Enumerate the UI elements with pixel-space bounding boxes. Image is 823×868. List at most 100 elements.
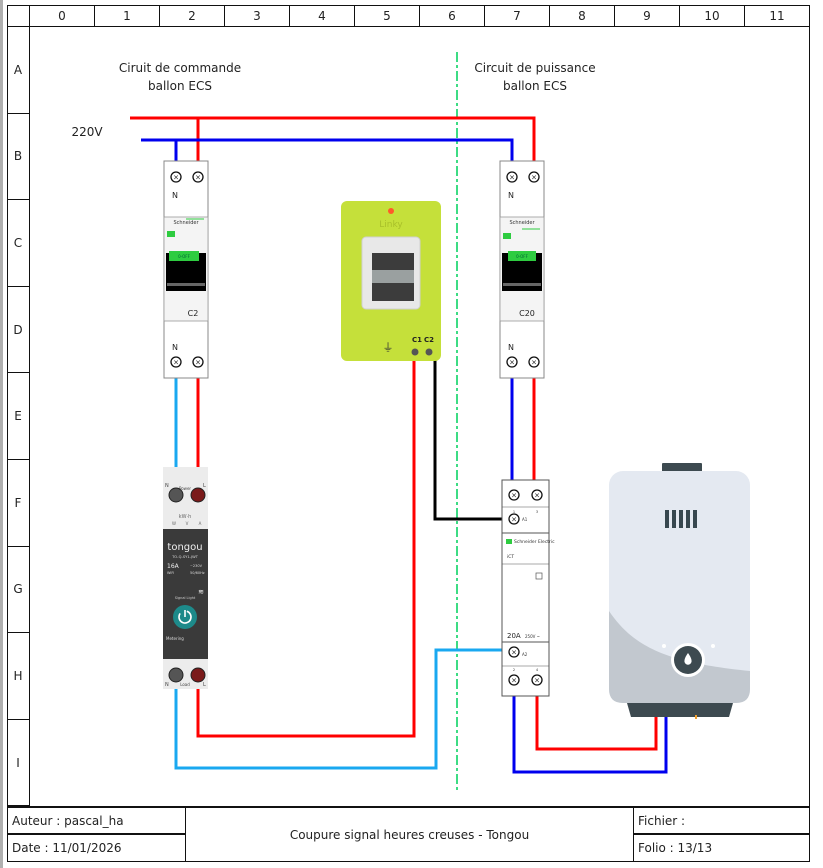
screw-x-icon: × [534,492,540,500]
tongou-voltage: ~230V [190,564,203,568]
neutral-contactor-to-heater [512,680,668,774]
contactor-term-4: 4 [536,668,539,672]
contactor-term-3: 3 [536,510,538,514]
screw-terminal[interactable] [531,674,543,686]
row-header: D [7,286,30,374]
breaker-right-brand: Schneider [509,220,535,226]
column-header: 4 [290,5,355,27]
column-header: 6 [420,5,485,27]
screw-x-icon: × [173,174,179,182]
screw-x-icon: × [509,174,515,182]
tongou-model: TO-Q-SY1-JWT [171,555,199,559]
breaker-left[interactable]: Schneider 0-OFF C2 N N [163,160,209,379]
screw-terminal[interactable] [528,171,540,183]
tongou-terminal[interactable] [190,667,206,683]
contactor-a1-label: A1 [522,517,528,522]
screw-terminal[interactable] [192,171,204,183]
row-header: A [7,27,30,114]
screw-x-icon: × [531,359,537,367]
footer-author: Auteur : pascal_ha [7,806,186,834]
row-header: I [7,719,30,807]
contactor-rating: 20A [507,632,521,640]
tongou-bottom-n: N [165,682,169,688]
breaker-right-rating: C20 [519,309,535,318]
tongou-brand: tongou [167,542,202,553]
tongou-bottom-l: L [203,682,206,688]
window-edge [0,0,3,868]
water-heater[interactable] [609,463,750,719]
heater-vent-icon [665,510,697,528]
tongou-signal-label: Signal Light [175,596,196,600]
contactor[interactable]: 1 3 A1 Schneider Electric iCT 20A 250V ~… [501,479,555,697]
tongou-metering-label: Metering [166,636,184,641]
footer-file: Fichier : [633,806,810,834]
water-drop-icon [684,653,692,665]
contactor-term-1: 1 [513,510,515,514]
contactor-voltage: 250V ~ [525,634,540,639]
breaker-left-brand: Schneider [173,220,199,226]
contactor-term-2: 2 [513,668,515,672]
screw-terminal[interactable] [528,356,540,368]
screw-x-icon: × [195,174,201,182]
row-header: G [7,546,30,634]
grid-corner [7,5,30,27]
screw-x-icon: × [534,677,540,685]
linky-meter[interactable]: Linky ⏚ C1 C2 [341,201,441,361]
tongou-load-label: Load [180,682,190,687]
phase-tongou-to-linky-c1 [196,352,416,738]
screw-terminal[interactable] [192,356,204,368]
screw-terminal[interactable] [170,171,182,183]
breaker-right[interactable]: Schneider 0-OFF C20 N N [499,160,545,379]
linky-ground-icon: ⏚ [383,341,394,354]
breaker-left-switch-label: 0-OFF [178,254,191,259]
linky-c1-terminal[interactable] [411,348,419,356]
tongou-terminal[interactable] [168,667,184,683]
breaker-right-switch-label: 0-OFF [516,254,529,259]
screw-terminal[interactable] [508,489,520,501]
screw-terminal[interactable] [170,356,182,368]
power-circuit-label: Circuit de puissance ballon ECS [474,61,596,93]
tongou-frequency: 50/60Hz [190,571,205,575]
supply-voltage-label: 220V [71,125,103,139]
linky-c2-label: C2 [424,336,434,344]
tongou-kwh-label: kW·h [179,514,192,520]
column-header: 5 [355,5,420,27]
tongou-terminal[interactable] [190,487,206,503]
contactor-model: iCT [507,554,514,560]
row-header: B [7,113,30,201]
screw-terminal[interactable] [508,674,520,686]
tongou-top-l: L [203,483,206,489]
row-header: F [7,460,30,547]
tongou-terminal[interactable] [168,487,184,503]
tongou-relay[interactable]: Power N L kW·h W V A tongou TO-Q-SY1-JWT… [163,467,208,689]
screw-terminal[interactable] [508,646,520,658]
screw-terminal[interactable] [506,356,518,368]
command-circuit-label: Ciruit de commande ballon ECS [118,61,242,93]
breaker-right-n-top: N [508,191,514,200]
screw-terminal[interactable] [508,513,520,525]
column-header: 11 [745,5,810,27]
column-header: 9 [615,5,680,27]
screw-x-icon: × [531,174,537,182]
screw-x-icon: × [511,649,517,657]
tongou-power-label: Power [179,486,191,491]
row-header: H [7,633,30,720]
linky-c2-terminal[interactable] [425,348,433,356]
screw-x-icon: × [173,359,179,367]
footer-folio: Folio : 13/13 [633,834,810,862]
breaker-left-n-bottom: N [172,343,178,352]
screw-terminal[interactable] [531,489,543,501]
column-header: 3 [225,5,290,27]
column-header: 10 [680,5,745,27]
tongou-unit-a: A [199,521,202,526]
screw-x-icon: × [511,516,517,524]
tongou-unit-w: W [172,521,176,526]
row-header: E [7,373,30,460]
phase-supply-wire [130,116,536,176]
screw-x-icon: × [195,359,201,367]
row-header: C [7,200,30,287]
screw-terminal[interactable] [506,171,518,183]
tongou-rating: 16A [167,563,180,570]
tongou-top-n: N [165,483,169,489]
